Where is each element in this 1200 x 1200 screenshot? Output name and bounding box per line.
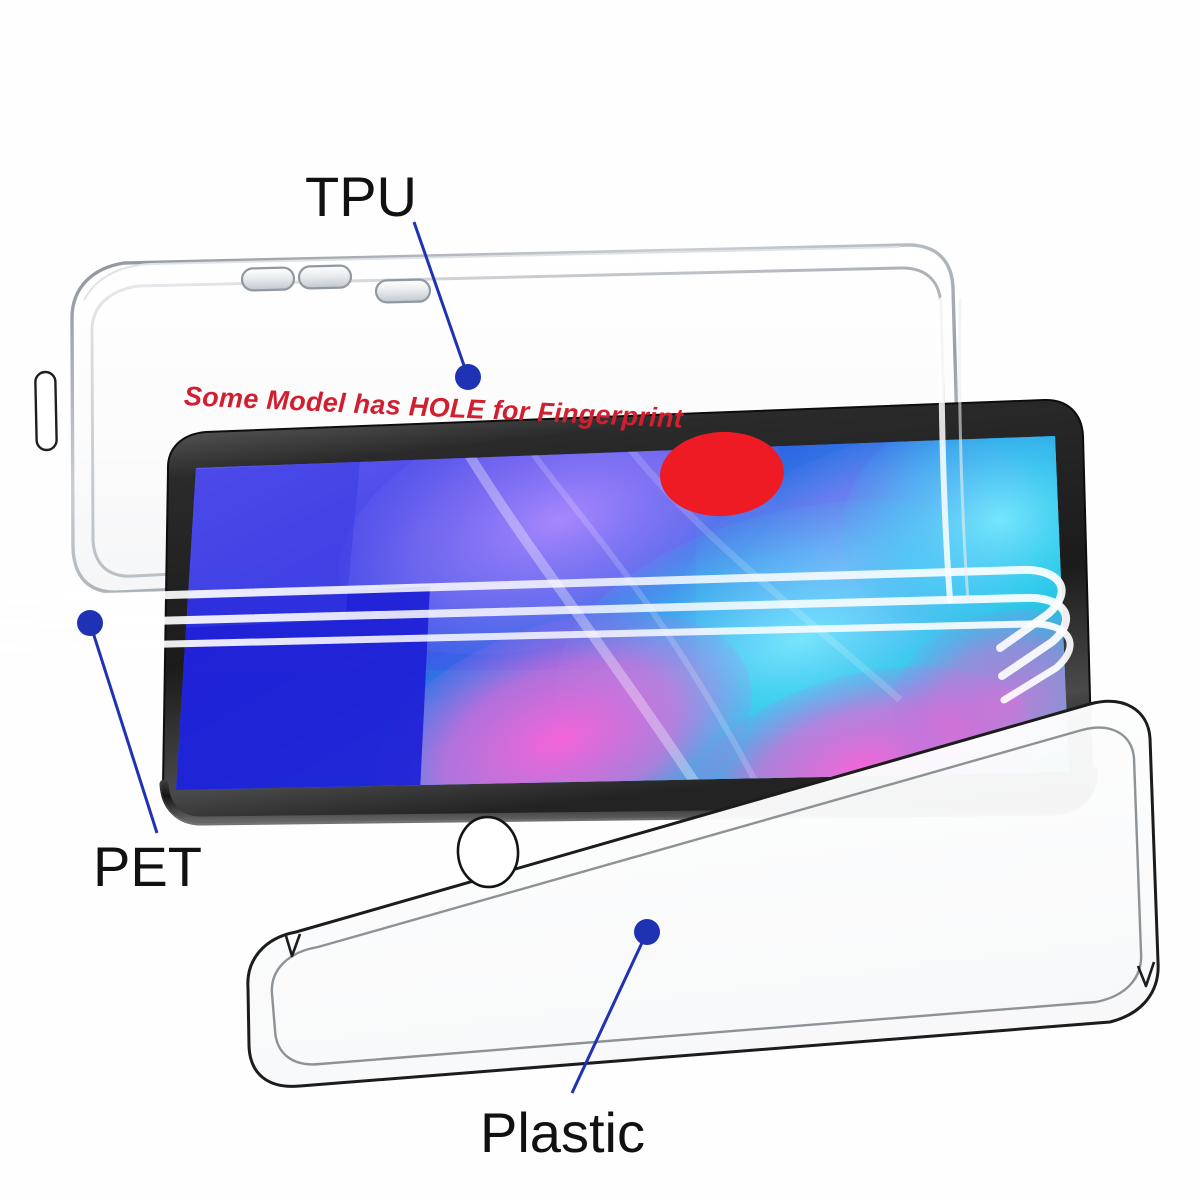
wallpaper-deep-blue-2 bbox=[176, 462, 360, 628]
material-label-plastic: Plastic bbox=[480, 1101, 645, 1164]
wallpaper-sheen-1 bbox=[455, 437, 705, 790]
plastic-case-layer bbox=[246, 699, 1160, 1088]
fingerprint-hole-marker-oval bbox=[660, 431, 784, 517]
material-label-pet: PET bbox=[93, 835, 202, 898]
leader-line-pet bbox=[88, 622, 159, 834]
leader-dot-pet bbox=[77, 610, 103, 636]
annotation-leaders bbox=[77, 221, 660, 1094]
pet-film-strip-2 bbox=[0, 593, 1071, 680]
power-button-cutout bbox=[374, 278, 432, 304]
phone-device bbox=[159, 398, 1098, 826]
leader-dot-tpu bbox=[455, 364, 481, 390]
wallpaper-swirl-pink bbox=[367, 612, 753, 790]
leader-line-tpu bbox=[412, 221, 470, 378]
plastic-case-notch-left bbox=[284, 933, 302, 958]
plastic-case-outer-shell bbox=[246, 699, 1160, 1088]
pet-film-vertical-edge bbox=[938, 297, 953, 603]
leader-dot-plastic bbox=[634, 919, 660, 945]
tpu-button-cutouts bbox=[240, 264, 432, 304]
plastic-case-notch-right bbox=[1136, 961, 1156, 988]
volume-up-cutout bbox=[240, 266, 296, 292]
wallpaper-swirl-cyan-2 bbox=[841, 436, 1069, 642]
fingerprint-hole bbox=[456, 815, 520, 889]
pet-film-strip-1 bbox=[0, 565, 1066, 652]
plastic-case-inner-lip bbox=[270, 726, 1143, 1066]
wallpaper-sheen-2 bbox=[517, 436, 763, 790]
volume-down-cutout bbox=[297, 264, 353, 290]
pet-film-vertical-edge-2 bbox=[957, 298, 970, 602]
tpu-case-top-highlight bbox=[83, 246, 901, 301]
pet-film-strip-3 bbox=[0, 620, 1074, 704]
material-label-tpu: TPU bbox=[305, 165, 417, 228]
pet-film-layer bbox=[0, 297, 1074, 704]
leader-line-plastic bbox=[570, 931, 649, 1094]
tpu-side-button-cutout bbox=[34, 370, 58, 452]
wallpaper-sheen-3 bbox=[617, 436, 903, 703]
